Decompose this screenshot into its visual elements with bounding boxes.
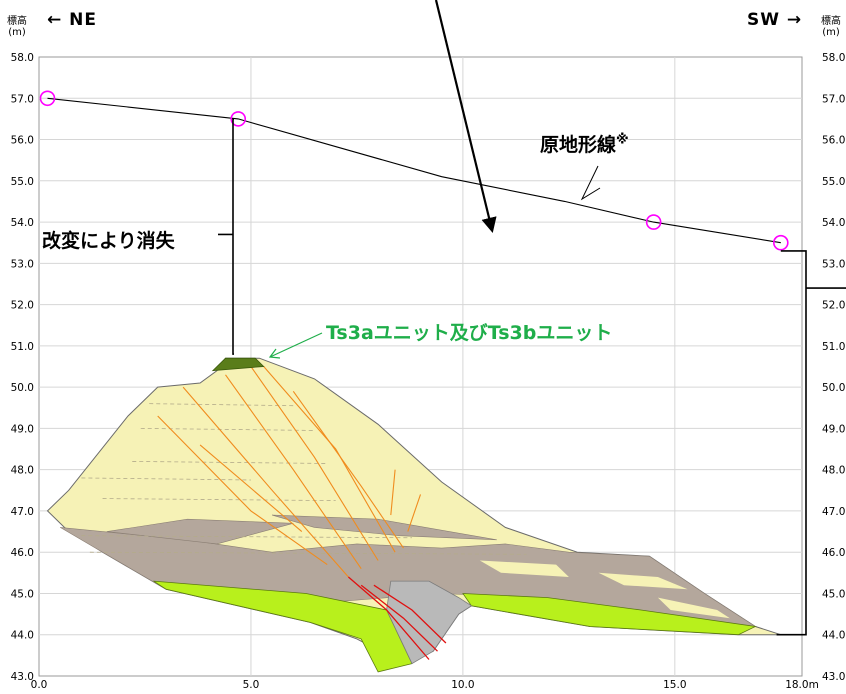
original-terrain-text: 原地形線 — [540, 134, 617, 156]
ts3-units-deposit — [211, 357, 265, 372]
gray-fault-block — [386, 580, 473, 665]
original-terrain-line — [47, 97, 781, 244]
y-tick-label-left: 55.0 — [11, 176, 34, 188]
right-elevation-unit: 標高 (m) — [818, 16, 844, 38]
right-unit-label-2: (m) — [822, 27, 840, 38]
y-tick-label-right: 43.0 — [822, 671, 845, 683]
y-tick-label-right: 55.0 — [822, 176, 845, 188]
y-tick-label-left: 44.0 — [11, 630, 34, 642]
y-tick-label-left: 56.0 — [11, 135, 34, 147]
left-elevation-unit: 標高 (m) — [4, 16, 30, 38]
right-direction-label: SW → — [747, 10, 803, 30]
y-tick-label-right: 52.0 — [822, 300, 845, 312]
pale-lens — [657, 597, 730, 619]
y-tick-label-left: 49.0 — [11, 423, 34, 435]
y-tick-label-left: 57.0 — [11, 93, 34, 105]
terrain-leader-arrow — [580, 165, 601, 201]
x-tick-label: 15.0 — [663, 679, 686, 690]
strata-line — [132, 461, 328, 464]
orange-crack — [390, 469, 396, 516]
orange-crack — [182, 386, 349, 578]
y-tick-label-left: 43.0 — [11, 671, 34, 683]
grid-lines — [39, 57, 802, 676]
y-tick-label-right: 48.0 — [822, 465, 845, 477]
geologic-section — [46, 357, 781, 673]
pale-lens — [598, 572, 688, 590]
y-tick-label-right: 57.0 — [822, 93, 845, 105]
x-tick-label: 5.0 — [243, 679, 260, 690]
orange-crack — [263, 366, 396, 553]
orange-crack — [157, 415, 328, 566]
original-terrain-mark: ※ — [616, 132, 629, 148]
red-fault — [360, 584, 438, 652]
x-tick-label: 0.0 — [31, 679, 48, 690]
terrain-marker-circle — [773, 234, 789, 251]
y-tick-label-right: 54.0 — [822, 217, 845, 229]
pointer-arrow — [434, 0, 497, 233]
red-faults — [347, 576, 447, 660]
strata-line — [81, 535, 413, 539]
y-tick-label-right: 51.0 — [822, 341, 845, 353]
red-fault — [373, 584, 447, 644]
left-direction-label: ← NE — [47, 10, 98, 30]
lost-bracket-left — [232, 118, 234, 355]
x-tick-label: 10.0 — [451, 679, 474, 690]
strata-line — [81, 477, 251, 481]
y-tick-label-right: 49.0 — [822, 423, 845, 435]
y-tick-label-left: 50.0 — [11, 382, 34, 394]
pale-lens — [479, 560, 569, 577]
orange-crack — [292, 390, 404, 549]
y-tick-label-left: 52.0 — [11, 300, 34, 312]
y-tick-label-right: 56.0 — [822, 135, 845, 147]
terrain-marker-circle — [39, 90, 56, 107]
original-terrain-label: 原地形線※ — [540, 130, 629, 157]
y-tick-label-left: 47.0 — [11, 506, 34, 518]
x-tick-label: 18.0m — [785, 679, 819, 690]
y-tick-label-right: 46.0 — [822, 547, 845, 559]
orange-crack — [407, 494, 422, 532]
ts-units-label: Ts3aユニット及びTs3bユニット — [326, 322, 613, 344]
y-tick-label-left: 48.0 — [11, 465, 34, 477]
red-fault — [347, 576, 430, 660]
y-tick-label-left: 51.0 — [11, 341, 34, 353]
lime-bedrock-left — [153, 580, 413, 673]
terrain-marker-circle — [230, 111, 247, 127]
strata-line — [102, 498, 336, 502]
y-tick-label-right: 53.0 — [822, 258, 845, 270]
y-tick-label-right: 50.0 — [822, 382, 845, 394]
y-tick-label-left: 54.0 — [11, 217, 34, 229]
y-tick-label-left: 45.0 — [11, 588, 34, 600]
y-tick-label-right: 47.0 — [822, 506, 845, 518]
lost-by-modification-label: 改変により消失 — [42, 230, 175, 252]
orange-cracks — [157, 366, 422, 578]
ts-leader-arrowhead — [268, 348, 281, 359]
lost-bracket-right — [776, 250, 807, 636]
brown-lens — [106, 518, 294, 545]
left-unit-label-1: 標高 — [7, 16, 27, 27]
strata-line — [89, 551, 527, 555]
terrain-marker-circle — [645, 214, 662, 230]
y-tick-label-right: 45.0 — [822, 588, 845, 600]
strata-line — [149, 403, 294, 407]
y-tick-label-right: 58.0 — [822, 52, 845, 64]
y-tick-label-left: 46.0 — [11, 547, 34, 559]
orange-crack — [225, 374, 362, 570]
y-tick-label-left: 53.0 — [11, 258, 34, 270]
left-unit-label-2: (m) — [8, 27, 26, 38]
lime-bedrock-right — [462, 593, 757, 636]
orange-crack — [199, 444, 303, 533]
y-tick-label-right: 44.0 — [822, 630, 845, 642]
ts-leader-line — [269, 332, 323, 358]
y-tick-label-left: 58.0 — [11, 52, 34, 64]
right-unit-label-1: 標高 — [821, 16, 841, 27]
orange-crack — [250, 366, 379, 561]
